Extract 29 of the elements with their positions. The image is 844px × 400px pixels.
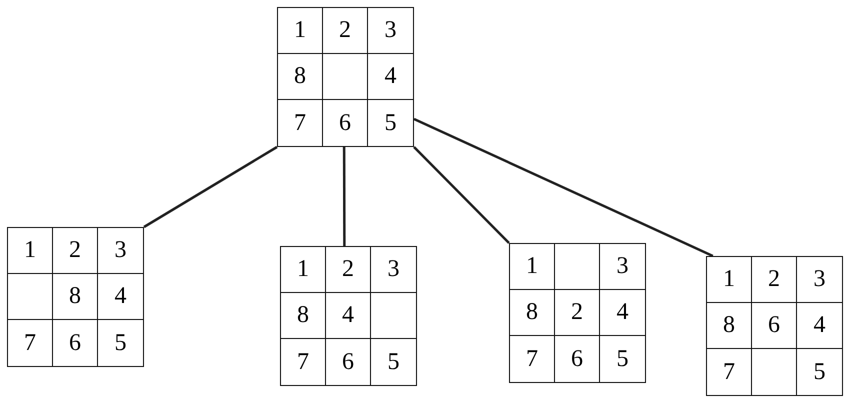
puzzle-tile: 1	[8, 228, 53, 274]
blank-tile	[8, 274, 53, 320]
puzzle-grid	[277, 7, 414, 147]
puzzle-grid	[280, 246, 417, 386]
blank-tile	[323, 54, 368, 100]
puzzle-tile: 2	[53, 228, 98, 274]
puzzle-tile: 8	[281, 293, 326, 339]
connector-line	[413, 146, 510, 244]
puzzle-tile: 1	[281, 247, 326, 293]
puzzle-tile: 2	[323, 8, 368, 54]
puzzle-tile: 8	[707, 303, 752, 349]
puzzle-tile: 2	[326, 247, 371, 293]
connector-line	[413, 118, 714, 258]
puzzle-tile: 8	[278, 54, 323, 100]
puzzle-grid	[509, 243, 646, 383]
puzzle-grid	[7, 227, 144, 367]
puzzle-grid	[706, 256, 843, 396]
connector-line	[342, 147, 346, 246]
puzzle-tile: 2	[752, 257, 797, 303]
puzzle-tile: 8	[510, 290, 555, 336]
connector-line	[143, 146, 278, 228]
puzzle-tile: 1	[278, 8, 323, 54]
puzzle-tile: 2	[555, 290, 600, 336]
puzzle-tile: 1	[510, 244, 555, 290]
puzzle-tile: 4	[326, 293, 371, 339]
puzzle-tile: 6	[752, 303, 797, 349]
puzzle-tile: 1	[707, 257, 752, 303]
puzzle-tile: 8	[53, 274, 98, 320]
blank-tile	[555, 244, 600, 290]
